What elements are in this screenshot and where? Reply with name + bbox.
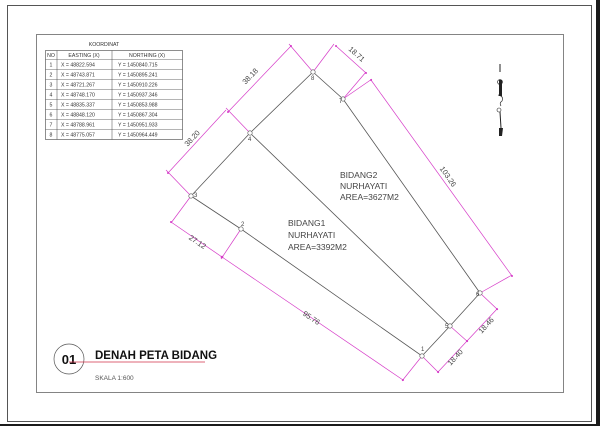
svg-text:X = 48775.057: X = 48775.057	[61, 133, 95, 139]
dimension-lines	[165, 43, 513, 382]
table-row: 7 X = 48788.961 Y = 1450951.933	[50, 123, 158, 129]
dimension-labels: 38.18 18.71 38.20 27.12 95.76 103.26 18.…	[182, 45, 495, 368]
table-row: 2 X = 48743.871 Y = 1450895.241	[50, 73, 158, 79]
svg-text:X = 48748.170: X = 48748.170	[61, 93, 95, 99]
north-arrow-icon	[496, 64, 503, 136]
svg-text:NURHAYATI: NURHAYATI	[288, 230, 335, 240]
svg-text:3: 3	[50, 83, 53, 89]
svg-text:4: 4	[50, 93, 53, 99]
point-label: 7	[339, 99, 343, 105]
parcel-label-bidang2: BIDANG2 NURHAYATI AREA=3627M2	[340, 170, 399, 202]
point-labels: 1 2 3 4 5 6 7 8	[194, 76, 480, 353]
header-easting: EASTING (X)	[68, 53, 99, 59]
table-row: 5 X = 48835.337 Y = 1450853.988	[50, 103, 158, 109]
point-label: 2	[241, 222, 245, 228]
point-label: 6	[476, 292, 480, 298]
dim-8-7: 18.71	[347, 45, 367, 64]
svg-text:X = 48788.961: X = 48788.961	[61, 123, 95, 129]
point-1-marker	[419, 353, 425, 359]
header-northing: NORTHING (X)	[129, 53, 165, 59]
svg-text:X = 48848.120: X = 48848.120	[61, 113, 95, 119]
shared-boundary	[249, 132, 451, 327]
svg-text:8: 8	[50, 133, 53, 139]
svg-text:AREA=3392M2: AREA=3392M2	[288, 242, 347, 252]
svg-text:Y = 1450937.346: Y = 1450937.346	[118, 93, 158, 99]
dim-8-4: 38.18	[240, 66, 260, 86]
svg-text:Y = 1450867.304: Y = 1450867.304	[118, 113, 158, 119]
dim-3-2: 27.12	[187, 233, 208, 251]
point-label: 5	[445, 324, 449, 330]
drawing-number: 01	[62, 352, 76, 367]
svg-text:X = 48835.337: X = 48835.337	[61, 103, 95, 109]
drawing-number-circle	[53, 343, 85, 375]
svg-text:1: 1	[50, 63, 53, 69]
svg-text:AREA=3627M2: AREA=3627M2	[340, 192, 399, 202]
svg-text:BIDANG1: BIDANG1	[288, 218, 326, 228]
point-3-marker	[188, 193, 194, 199]
point-2-marker	[238, 226, 244, 232]
table-row: 3 X = 48721.267 Y = 1450910.226	[50, 83, 158, 89]
table-row: 8 X = 48775.057 Y = 1450964.449	[50, 133, 158, 139]
svg-text:7: 7	[50, 123, 53, 129]
dim-1-5: 18.40	[445, 347, 464, 367]
dimension-ticks	[167, 45, 513, 381]
svg-text:Y = 1450964.449: Y = 1450964.449	[118, 133, 158, 139]
svg-text:NURHAYATI: NURHAYATI	[340, 181, 387, 191]
dim-5-6: 18.46	[476, 315, 495, 335]
dim-4-3: 38.20	[182, 128, 201, 148]
svg-text:Y = 1450853.988: Y = 1450853.988	[118, 103, 158, 109]
svg-text:X = 48743.871: X = 48743.871	[61, 73, 95, 79]
point-label: 8	[311, 76, 315, 82]
drawing-title: DENAH PETA BIDANG	[95, 350, 217, 362]
svg-text:BIDANG2: BIDANG2	[340, 170, 378, 180]
outer-sheet-border	[7, 5, 592, 422]
svg-text:Y = 1450910.226: Y = 1450910.226	[118, 83, 158, 89]
table-title: KOORDINAT	[89, 42, 120, 48]
point-7-marker	[340, 96, 346, 102]
table-row: 4 X = 48748.170 Y = 1450937.346	[50, 93, 158, 99]
svg-text:6: 6	[50, 113, 53, 119]
drawing-scale: SKALA 1:600	[95, 375, 134, 382]
point-6-marker	[477, 290, 483, 296]
point-8-marker	[310, 69, 316, 75]
point-5-marker	[447, 323, 453, 329]
table-row: 6 X = 48848.120 Y = 1450867.304	[50, 113, 158, 119]
point-label: 4	[248, 137, 252, 143]
point-label: 1	[421, 347, 425, 353]
svg-text:Y = 1450840.715: Y = 1450840.715	[118, 63, 158, 69]
coordinate-table: KOORDINAT NO EASTING (X) NORTHING (X) 1 …	[45, 42, 183, 140]
title-block: 01 DENAH PETA BIDANG SKALA 1:600	[53, 343, 217, 382]
parcel-label-bidang1: BIDANG1 NURHAYATI AREA=3392M2	[288, 218, 347, 252]
svg-text:X = 48721.267: X = 48721.267	[61, 83, 95, 89]
point-4-marker	[247, 130, 253, 136]
survey-points	[188, 69, 483, 359]
svg-text:Y = 1450895.241: Y = 1450895.241	[118, 73, 158, 79]
point-label: 3	[194, 193, 198, 199]
svg-text:5: 5	[50, 103, 53, 109]
svg-text:X = 48822.594: X = 48822.594	[61, 63, 95, 69]
header-no: NO	[47, 53, 55, 59]
svg-text:Y = 1450951.933: Y = 1450951.933	[118, 123, 158, 129]
svg-text:2: 2	[50, 73, 53, 79]
inner-frame-border	[36, 34, 564, 393]
table-row: 1 X = 48822.594 Y = 1450840.715	[50, 63, 158, 69]
dim-2-1: 95.76	[301, 309, 322, 327]
parcel-boundaries	[190, 71, 481, 357]
